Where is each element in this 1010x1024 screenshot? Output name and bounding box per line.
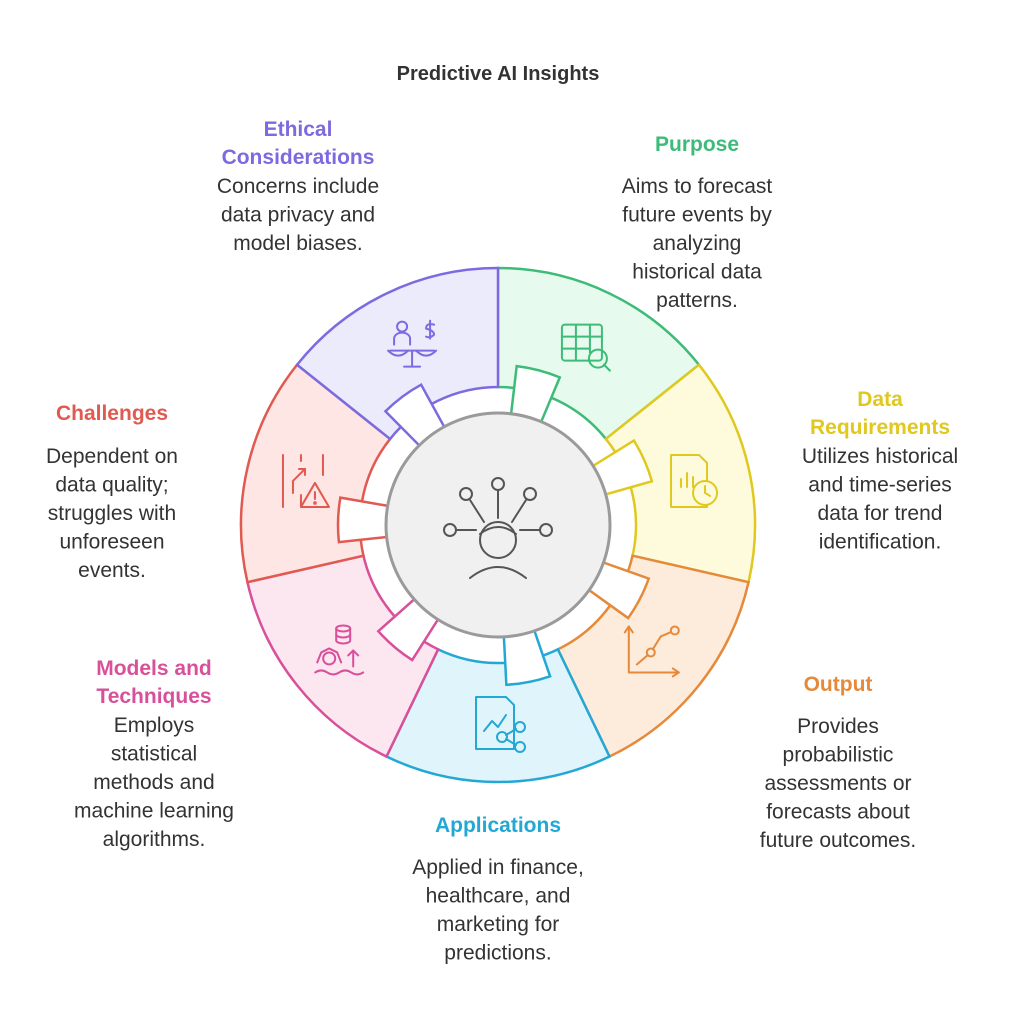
line-chart-icon: [623, 625, 680, 678]
segment-title: Ethical: [264, 118, 333, 141]
segment-description-line: forecasts about: [766, 801, 910, 824]
person-thinking-icon: [443, 477, 553, 579]
segment-title: Data: [857, 388, 903, 411]
segment-description-line: algorithms.: [103, 828, 206, 851]
center-hub: [384, 411, 612, 639]
segment-description-line: probabilistic: [783, 744, 894, 767]
segment-description-line: unforeseen: [59, 531, 164, 554]
data-gear-icon: [314, 624, 365, 676]
connector-challenges: [336, 496, 394, 544]
segment-description-line: historical data: [632, 261, 762, 284]
segment-description-line: identification.: [819, 531, 942, 554]
segment-description-line: future events by: [622, 204, 772, 227]
segment-description-line: marketing for: [437, 913, 560, 936]
segment-title: Output: [804, 673, 873, 696]
balance-scale-icon: [387, 319, 438, 368]
chart-share-icon: [475, 696, 526, 753]
segment-description-line: data quality;: [55, 474, 168, 497]
segment-description-line: model biases.: [233, 232, 363, 255]
segment-description-line: statistical: [111, 743, 197, 766]
segment-description-line: machine learning: [74, 800, 234, 823]
segment-description-line: assessments or: [764, 772, 911, 795]
chart-clock-icon: [670, 453, 719, 508]
segment-description-line: struggles with: [48, 502, 176, 525]
segment-description-line: Aims to forecast: [622, 175, 773, 198]
center-circle: [384, 411, 612, 639]
segment-description-line: patterns.: [656, 289, 738, 312]
segment-description-line: analyzing: [653, 232, 742, 255]
segment-description-line: Provides: [797, 715, 879, 738]
segment-title: Models and: [96, 657, 212, 680]
segment-title: Techniques: [96, 685, 211, 708]
segment-description-line: predictions.: [444, 942, 551, 965]
segment-icons: [281, 319, 719, 753]
diagram-title: Predictive AI Insights: [397, 63, 600, 85]
segment-description-line: and time-series: [808, 474, 952, 497]
segment-description-line: data privacy and: [221, 204, 375, 227]
connector-gaps: [336, 364, 654, 687]
segment-title: Considerations: [222, 146, 375, 169]
segment-description-line: data for trend: [818, 502, 943, 525]
segment-description-line: healthcare, and: [426, 885, 571, 908]
segment-description-line: Dependent on: [46, 445, 178, 468]
warning-chart-icon: [281, 453, 330, 508]
table-search-icon: [560, 323, 611, 372]
segment-title: Purpose: [655, 133, 739, 156]
segment-description-line: events.: [78, 559, 146, 582]
segment-description-line: methods and: [93, 771, 214, 794]
segment-description-line: Applied in finance,: [412, 856, 584, 879]
segment-title: Applications: [435, 814, 561, 837]
segment-title: Challenges: [56, 402, 168, 425]
segment-description-line: future outcomes.: [760, 829, 916, 852]
segment-description-line: Concerns include: [217, 175, 379, 198]
segment-description-line: Employs: [114, 714, 195, 737]
segment-description-line: Utilizes historical: [802, 445, 958, 468]
segment-title: Requirements: [810, 416, 950, 439]
